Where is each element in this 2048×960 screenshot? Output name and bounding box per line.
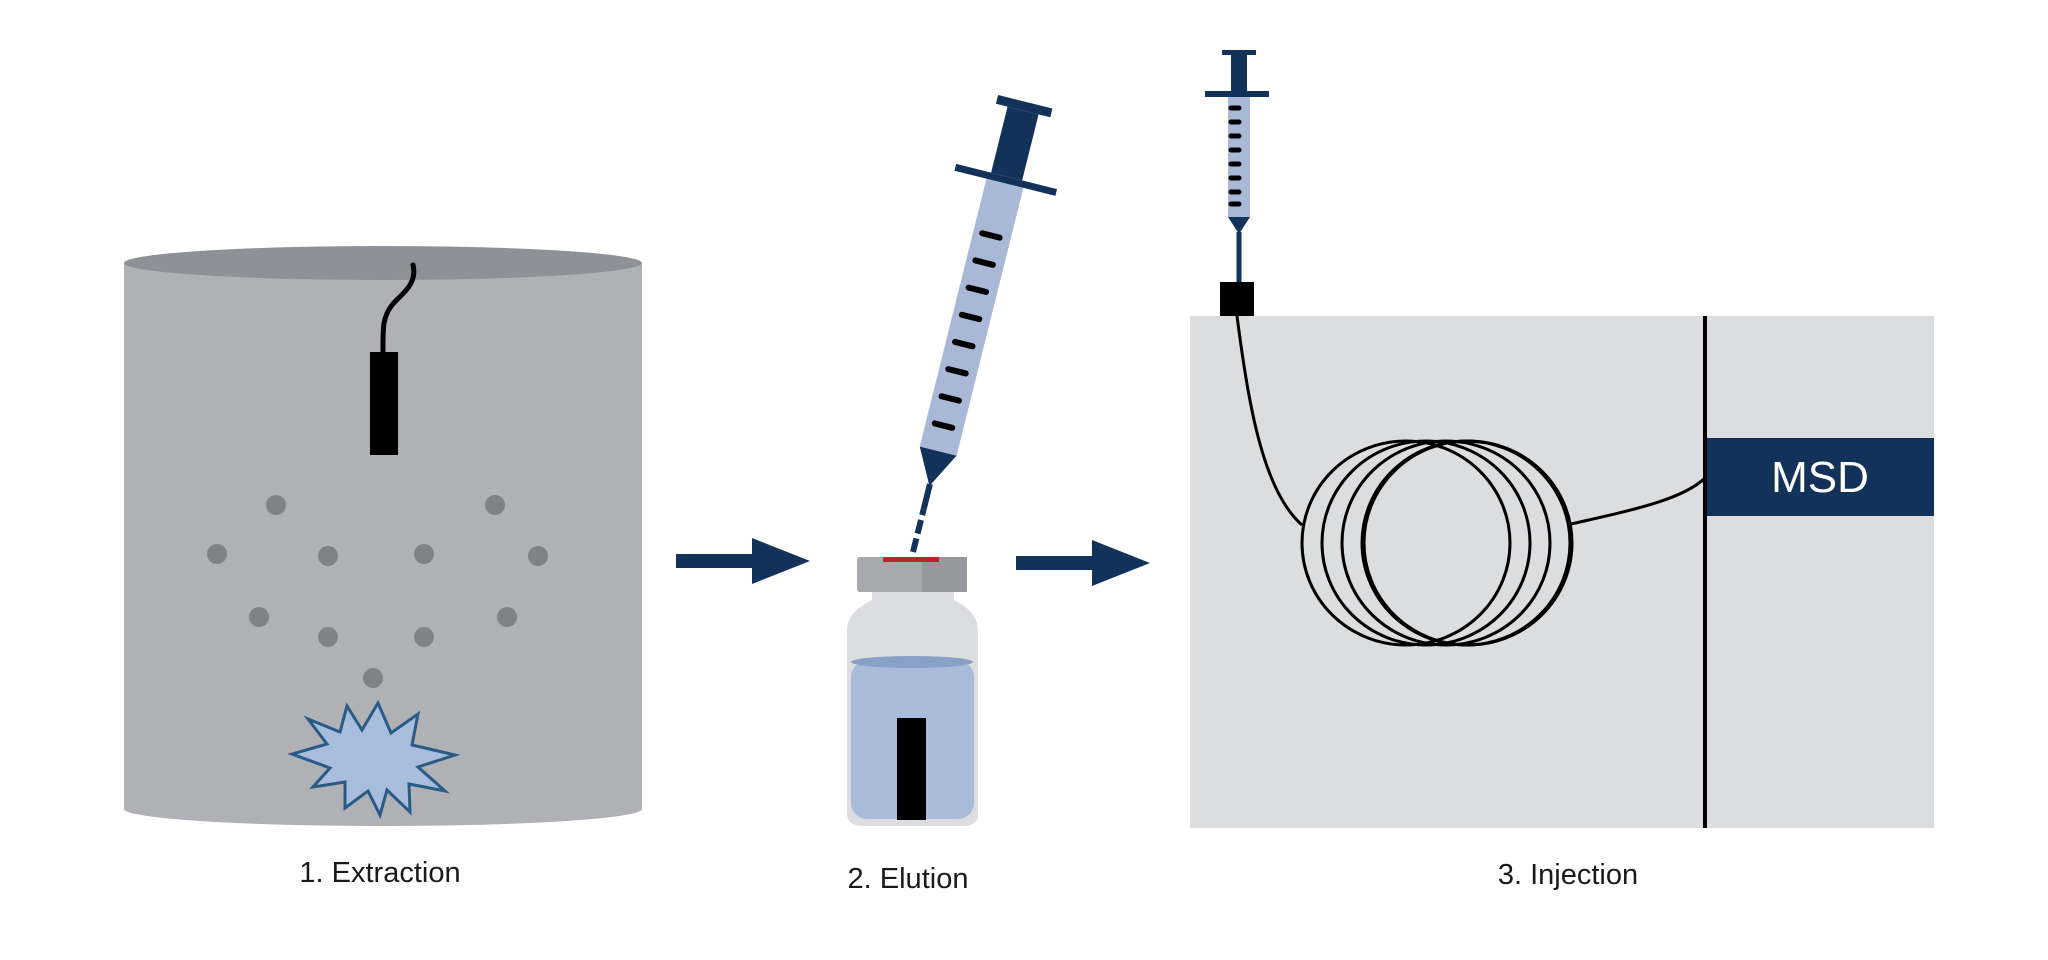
particle bbox=[414, 544, 434, 564]
vial bbox=[847, 557, 978, 826]
liquid-surface bbox=[851, 656, 973, 668]
vial-fiber bbox=[897, 718, 926, 820]
arrow-right-icon bbox=[676, 538, 810, 584]
gc-column-coil bbox=[1300, 439, 1574, 647]
analyte-particles bbox=[207, 495, 548, 688]
particle bbox=[363, 668, 383, 688]
particle bbox=[207, 544, 227, 564]
particle bbox=[249, 607, 269, 627]
step-label-injection: 3. Injection bbox=[1498, 859, 1638, 891]
injection-port bbox=[1220, 282, 1254, 316]
particle bbox=[318, 627, 338, 647]
column-inlet-line bbox=[1235, 315, 1303, 527]
particle bbox=[414, 627, 434, 647]
particle bbox=[485, 495, 505, 515]
injection-stage: MSD 3. Injection bbox=[1190, 50, 1934, 891]
fiber-wire bbox=[380, 262, 417, 355]
particle bbox=[266, 495, 286, 515]
spme-fiber bbox=[370, 352, 398, 455]
msd-detector: MSD bbox=[1707, 438, 1934, 516]
particle bbox=[528, 546, 548, 566]
msd-label: MSD bbox=[1771, 453, 1869, 502]
particle bbox=[318, 546, 338, 566]
vial-cap-shade bbox=[922, 557, 967, 592]
msd-box bbox=[1707, 438, 1934, 516]
particle bbox=[497, 607, 517, 627]
tank-top bbox=[124, 246, 642, 280]
step-label-extraction: 1. Extraction bbox=[299, 857, 460, 889]
syringe-icon bbox=[1205, 50, 1269, 282]
elution-stage: 2. Elution bbox=[847, 95, 1058, 895]
starburst-icon bbox=[287, 699, 461, 820]
septum bbox=[883, 557, 939, 562]
extraction-stage: 1. Extraction bbox=[124, 246, 642, 889]
syringe-icon bbox=[910, 95, 1058, 553]
column-outlet-line bbox=[1570, 476, 1707, 526]
gc-instrument bbox=[1190, 316, 1934, 828]
arrow-right-icon bbox=[1016, 540, 1150, 586]
step-label-elution: 2. Elution bbox=[848, 863, 969, 895]
